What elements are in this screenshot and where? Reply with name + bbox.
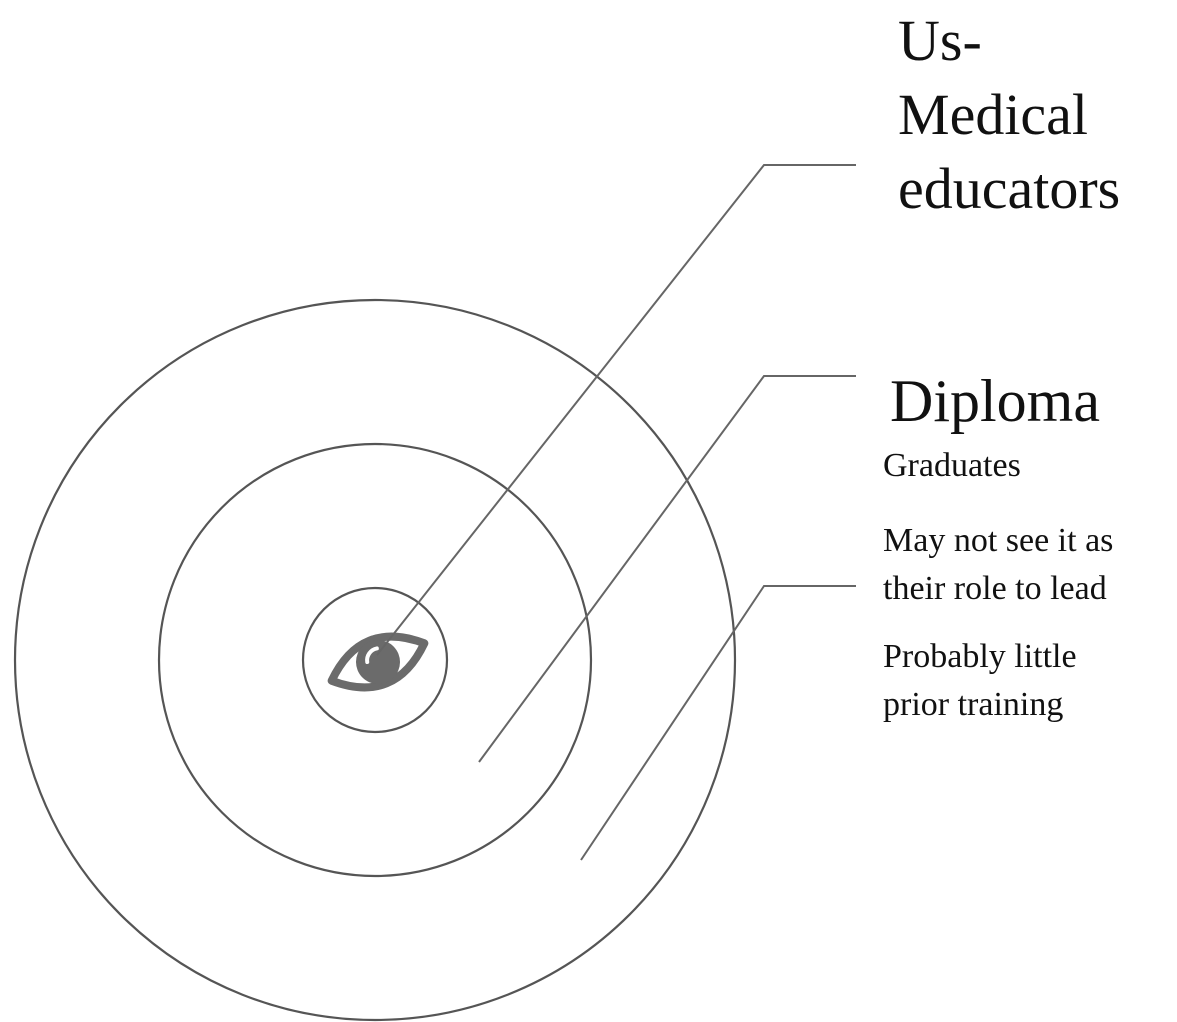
note-2-line-1: Probably little [883,638,1077,675]
middle-ring-subtitle: Graduates [883,447,1021,484]
inner-ring [301,586,449,734]
inner-ring-label-line-2: Medical [898,82,1089,147]
outer-ring [13,298,737,1022]
leader-line-outer [580,585,856,861]
note-2-line-2: prior training [883,686,1064,723]
inner-ring-label: Us- Medical educators [898,4,1120,226]
outer-ring-note-1: May not see it as their role to lead [883,517,1113,613]
leader-line-inner [376,164,856,656]
outer-ring-note-2: Probably little prior training [883,633,1077,729]
eye-icon [327,632,429,692]
leader-line-middle [478,375,856,763]
middle-ring [157,442,593,878]
middle-ring-title: Diploma [890,368,1100,434]
note-1-line-1: May not see it as [883,522,1114,559]
inner-ring-label-line-3: educators [898,156,1121,221]
note-1-line-2: their role to lead [883,570,1107,607]
inner-ring-label-line-1: Us- [898,8,982,73]
